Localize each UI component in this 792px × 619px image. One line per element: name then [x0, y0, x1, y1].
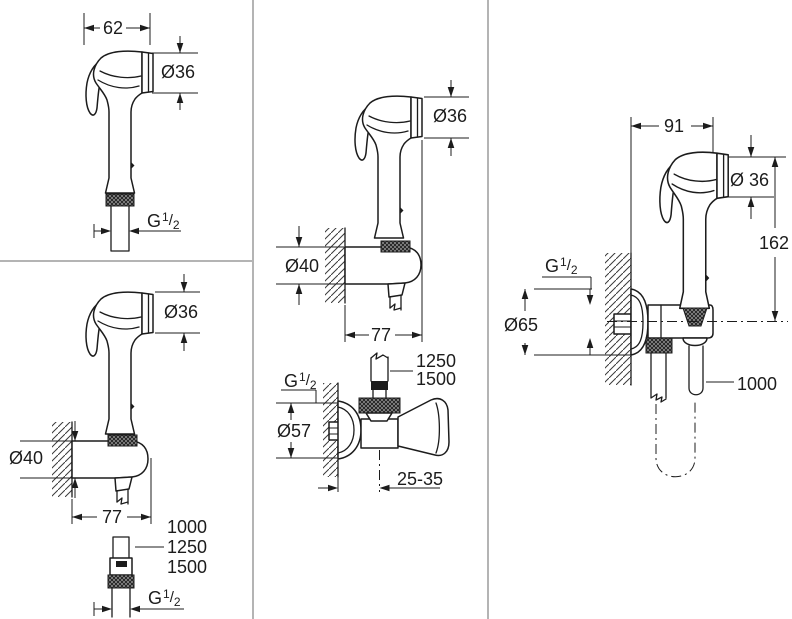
width-label: 62 [103, 18, 123, 38]
dimension-height: 162 [759, 157, 789, 321]
head-diameter-label: Ø36 [433, 106, 467, 126]
hose-length-1500: 1500 [167, 557, 207, 577]
thread-label: G1/2 [147, 210, 180, 232]
height-label: 162 [759, 233, 789, 253]
panel-spray-holder-and-valve: Ø36 Ø40 77 [276, 80, 469, 492]
valve-body [360, 418, 399, 449]
head-diameter-label: Ø 36 [730, 170, 769, 190]
valve-flange [337, 400, 362, 460]
dimension-wall-depth: 77 [344, 140, 423, 345]
dimension-width: 62 [83, 13, 151, 45]
dimension-head-diameter: Ø36 [424, 80, 469, 156]
dimension-hose-thread: G1/2 [93, 587, 184, 616]
escutcheon-diameter-label: Ø65 [504, 315, 538, 335]
dimension-head-diameter: Ø36 [152, 36, 198, 110]
spray-head [659, 151, 730, 310]
hose-nut [645, 337, 673, 354]
hose-loop-centerline [655, 401, 696, 478]
dimension-valve-thread: G1/2 [281, 370, 317, 403]
dimension-outlet-thread: G1/2 [93, 210, 181, 238]
dimension-union-thread: G1/2 [542, 255, 594, 355]
wall-holder [324, 227, 422, 311]
dimension-width: 91 [630, 116, 714, 253]
dimension-wall-distance: 25-35 [318, 469, 443, 492]
thread-label: G1/2 [284, 370, 317, 392]
head-diameter-label: Ø36 [164, 302, 198, 322]
hose-length-1500: 1500 [416, 369, 456, 389]
wall-depth-label: 77 [102, 507, 122, 527]
angle-valve-assembly [323, 352, 450, 492]
spray-head [85, 291, 154, 435]
holder-diameter-label: Ø40 [9, 448, 43, 468]
thread-label: G1/2 [545, 255, 578, 277]
valve-handle [397, 397, 450, 457]
dimension-flange-diameter: Ø57 [276, 402, 338, 459]
hose-length-1250: 1250 [167, 537, 207, 557]
panel-spray-side-view: 62 Ø36 G1/2 [83, 13, 198, 252]
panel-spray-wall-union-set: 91 Ø 36 162 G1/2 Ø65 1000 [504, 116, 789, 478]
width-label: 91 [664, 116, 684, 136]
panel-spray-wall-holder-set: Ø36 Ø40 77 1000 1250 1500 [9, 274, 207, 618]
hose-length-label: 1000 [737, 374, 777, 394]
hose-length-1000: 1000 [167, 517, 207, 537]
dimension-holder-diameter: Ø40 [276, 226, 344, 305]
dimension-wall-depth: 77 [71, 458, 152, 527]
dimension-head-diameter: Ø 36 [728, 135, 786, 219]
shower-hose [688, 345, 704, 396]
thread-label: G1/2 [148, 587, 181, 609]
spray-head [85, 50, 154, 194]
hose-length-1250: 1250 [416, 351, 456, 371]
holder-diameter-label: Ø40 [285, 256, 319, 276]
hose-length-options: 1250 1500 [390, 351, 456, 389]
dimension-head-diameter: Ø36 [155, 274, 200, 351]
wall-distance-label: 25-35 [397, 469, 443, 489]
supply-hose [650, 352, 667, 403]
hose-length-options: 1000 1250 1500 [135, 517, 207, 577]
panel-dividers [0, 0, 489, 619]
hose-end-fitting [107, 536, 135, 618]
dimension-hose-length: 1000 [706, 374, 777, 394]
flange-diameter-label: Ø57 [277, 421, 311, 441]
head-diameter-label: Ø36 [161, 62, 195, 82]
dimension-holder-diameter: Ø40 [9, 421, 84, 498]
wall-depth-label: 77 [371, 325, 391, 345]
dimension-escutcheon-diameter: Ø65 [504, 288, 631, 356]
spray-head [354, 95, 423, 239]
spray-outlet [105, 193, 135, 252]
